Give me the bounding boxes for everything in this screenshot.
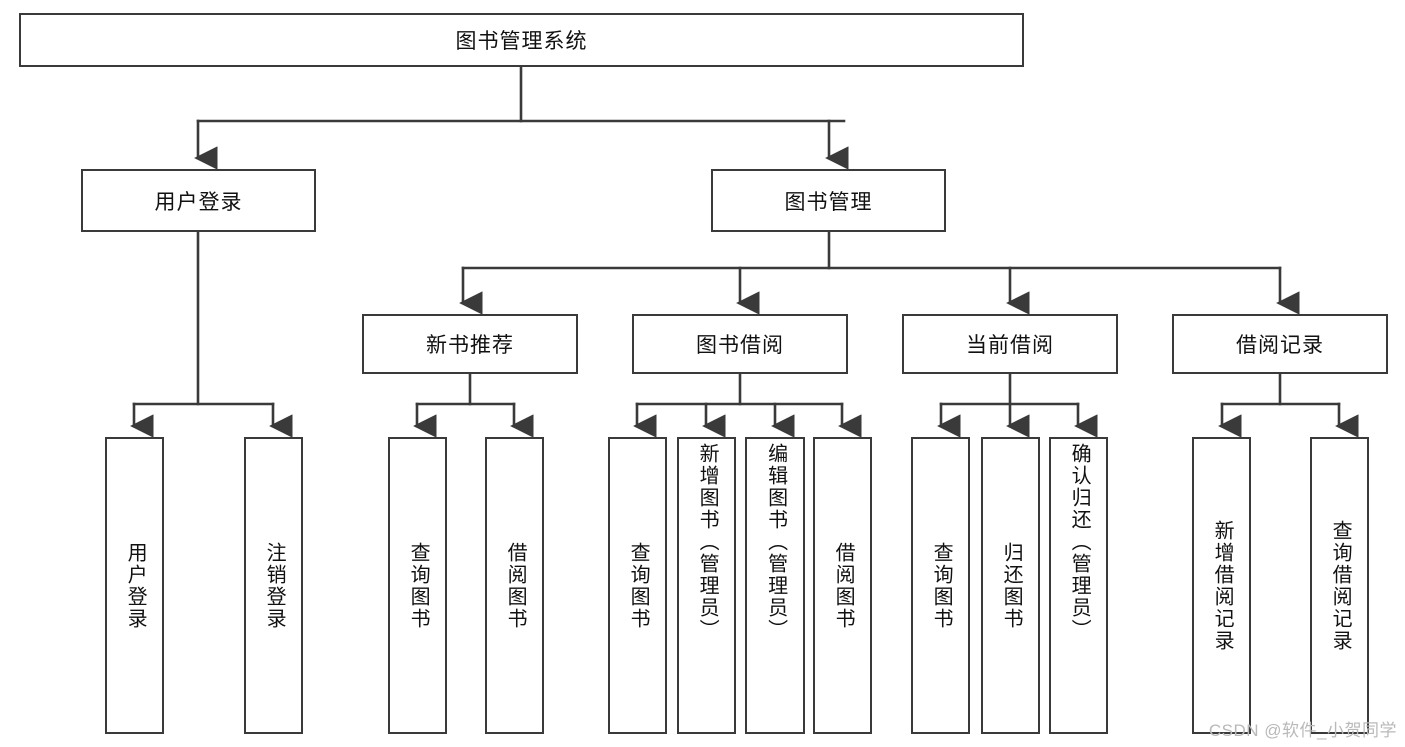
- leaf-logout-login[interactable]: 注销登录: [244, 437, 303, 734]
- node-root[interactable]: 图书管理系统: [19, 13, 1024, 67]
- node-user-login[interactable]: 用户登录: [81, 169, 316, 232]
- node-borrow-record[interactable]: 借阅记录: [1172, 314, 1388, 374]
- leaf-return-book[interactable]: 归还图书: [981, 437, 1040, 734]
- leaf-user-login[interactable]: 用户登录: [105, 437, 164, 734]
- node-new-book-recommend[interactable]: 新书推荐: [362, 314, 578, 374]
- leaf-add-book-admin[interactable]: 新增图书（管理员）: [677, 437, 736, 734]
- leaf-query-book-current[interactable]: 查询图书: [911, 437, 970, 734]
- leaf-edit-book-admin[interactable]: 编辑图书（管理员）: [745, 437, 805, 734]
- leaf-confirm-return-admin[interactable]: 确认归还（管理员）: [1049, 437, 1108, 734]
- leaf-borrow-book[interactable]: 借阅图书: [813, 437, 872, 734]
- leaf-query-book-borrow[interactable]: 查询图书: [608, 437, 667, 734]
- node-book-manage[interactable]: 图书管理: [711, 169, 946, 232]
- leaf-borrow-book-new[interactable]: 借阅图书: [485, 437, 544, 734]
- leaf-query-borrow-record[interactable]: 查询借阅记录: [1310, 437, 1369, 734]
- leaf-add-borrow-record[interactable]: 新增借阅记录: [1192, 437, 1251, 734]
- node-current-borrow[interactable]: 当前借阅: [902, 314, 1118, 374]
- leaf-query-book-new[interactable]: 查询图书: [388, 437, 447, 734]
- node-book-borrow[interactable]: 图书借阅: [632, 314, 848, 374]
